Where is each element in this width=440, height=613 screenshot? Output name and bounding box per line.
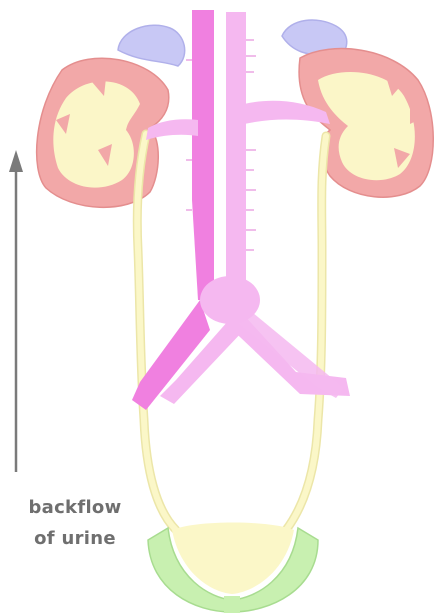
caption-line-2: of urine bbox=[10, 523, 140, 554]
left-adrenal-gland bbox=[118, 25, 185, 66]
backflow-arrow bbox=[9, 150, 23, 472]
caption-line-1: backflow bbox=[10, 492, 140, 523]
aorta bbox=[192, 10, 214, 300]
bladder bbox=[148, 523, 318, 613]
backflow-caption: backflow of urine bbox=[10, 492, 140, 554]
